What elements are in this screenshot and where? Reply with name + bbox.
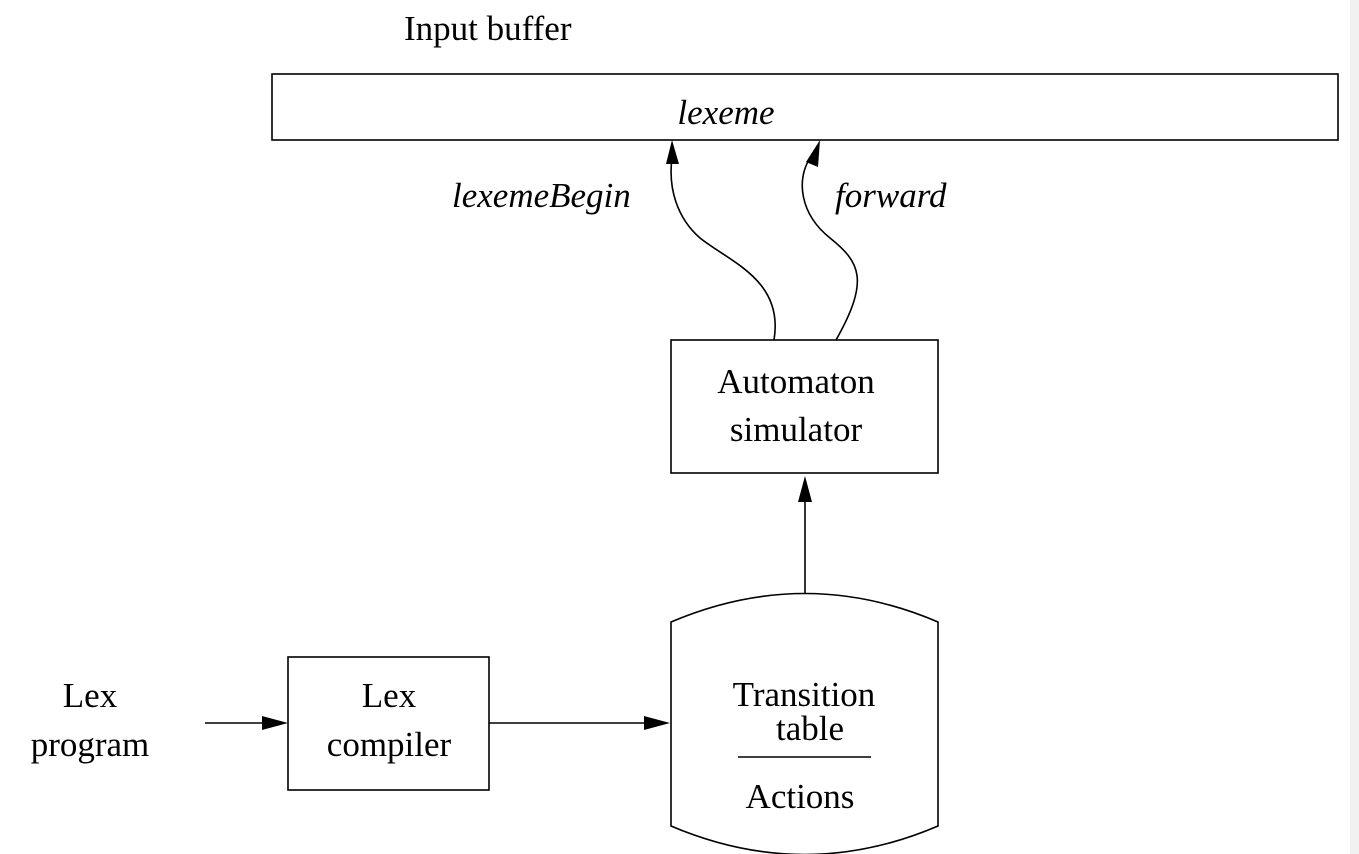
program-to-compiler-arrowhead: [262, 716, 288, 730]
lex-compiler-box: [287, 656, 490, 791]
lex-program-line1: Lex: [63, 676, 118, 715]
lexeme-begin-arrow-line: [670, 157, 777, 341]
automaton-simulator-box: [670, 339, 939, 474]
transition-table-line1: Transition: [733, 675, 876, 714]
forward-label: forward: [835, 176, 947, 215]
simulator-up-arrowhead: [798, 476, 812, 502]
lex-compiler-line1: Lex: [362, 676, 417, 715]
lex-program-line2: program: [31, 725, 150, 764]
input-buffer-box: [271, 73, 1339, 141]
input-buffer-content: lexeme: [677, 93, 774, 132]
transition-table-line2: table: [776, 709, 844, 748]
input-buffer-title: Input buffer: [404, 9, 572, 48]
automaton-simulator-line2: simulator: [730, 410, 863, 449]
lexeme-begin-label: lexemeBegin: [452, 176, 631, 215]
lex-compiler-line2: compiler: [327, 725, 452, 764]
actions-label: Actions: [746, 777, 855, 816]
automaton-simulator-line1: Automaton: [717, 362, 874, 401]
forward-arrow-line: [801, 157, 859, 341]
right-edge-strip: [1350, 0, 1359, 854]
forward-arrowhead: [806, 140, 820, 167]
transition-table-storage: [670, 592, 939, 854]
compiler-to-table-arrowhead: [644, 716, 670, 730]
lexeme-begin-arrowhead: [666, 140, 679, 164]
